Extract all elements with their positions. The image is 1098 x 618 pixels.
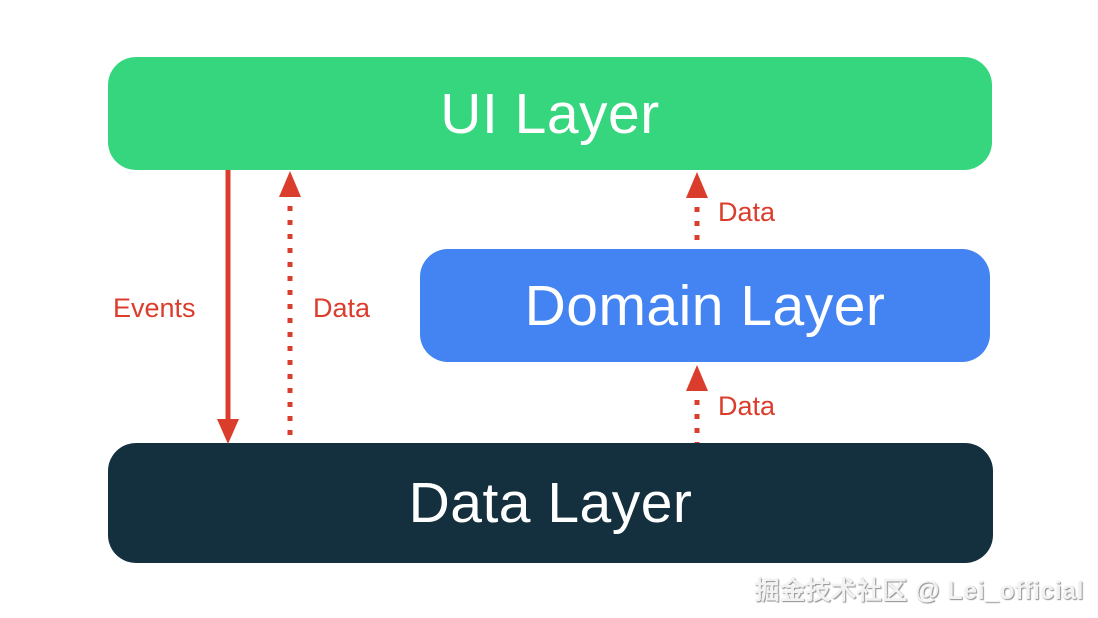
domain-layer-box: Domain Layer [420, 249, 990, 362]
data-arrow-label-upper-right: Data [718, 197, 776, 227]
data-arrow-label-lower-right: Data [718, 391, 776, 421]
ui-layer-label: UI Layer [440, 81, 660, 146]
data-dotted-up-arrow-data-to-ui-icon [279, 171, 301, 443]
domain-layer-label: Domain Layer [524, 273, 886, 338]
events-solid-down-arrow-icon [217, 170, 239, 444]
data-layer-box: Data Layer [108, 443, 993, 563]
data-dotted-up-arrow-domain-to-ui-icon [686, 172, 708, 249]
data-arrow-label-left: Data [313, 293, 371, 323]
data-layer-label: Data Layer [408, 471, 693, 535]
watermark-text: 掘金技术社区 @ Lei_official [754, 577, 1084, 605]
ui-layer-box: UI Layer [108, 57, 992, 170]
data-dotted-up-arrow-data-to-domain-icon [686, 365, 708, 443]
events-arrow-label: Events [113, 293, 196, 323]
